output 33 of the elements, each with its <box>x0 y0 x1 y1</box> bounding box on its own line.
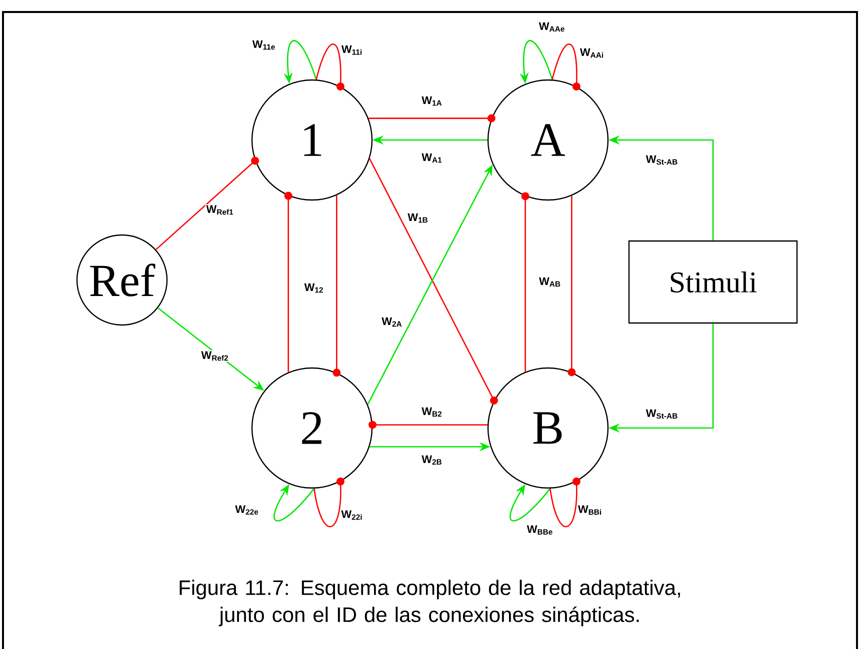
edge-label: W$_{A1}$ <box>420 152 444 164</box>
edge-label: W$_{11e}$ <box>251 39 277 51</box>
connection-arrow <box>284 192 292 372</box>
edge-label: W$_{BBe}$ <box>526 524 554 536</box>
edge-label: W$_{St-AB}$ <box>644 408 680 420</box>
connection-arrow <box>316 44 344 90</box>
connection-arrow <box>313 478 344 528</box>
edge-label: W$_{12}$ <box>303 282 325 294</box>
connection-arrow <box>552 44 580 90</box>
connection-arrow <box>368 420 488 429</box>
edge-label: W$_{22e}$ <box>234 504 260 516</box>
connection-arrow <box>368 114 496 122</box>
figure-caption: Figura 11.7: Esquema completo de la red adaptativa, junto con el ID de las conexiones sinápticas. <box>180 580 680 626</box>
edge-label: W$_{AAe}$ <box>538 21 566 33</box>
edge-label: W$_{2B}$ <box>420 454 444 466</box>
connection-arrow <box>332 195 341 377</box>
edge-label: W$_{AB}$ <box>538 276 562 288</box>
edge-label: W$_{1A}$ <box>420 95 444 107</box>
edge-label: W$_{St-AB}$ <box>644 154 680 166</box>
edge-label: W$_{Ref1}$ <box>205 204 235 216</box>
connection-arrow <box>156 156 260 250</box>
connection-arrow <box>521 192 530 372</box>
edge-label: W$_{22i}$ <box>340 509 364 521</box>
edge-label: W$_{AAi}$ <box>578 47 606 59</box>
stimuli-box: Stimuli <box>628 240 798 324</box>
edge-label: W$_{Ref2}$ <box>200 350 230 362</box>
connection-arrow <box>549 478 580 528</box>
edge-label: W$_{11i}$ <box>340 44 364 56</box>
edge-label: W$_{1B}$ <box>406 212 430 224</box>
edge-label: W$_{2A}$ <box>380 316 404 328</box>
edge-label: W$_{B2}$ <box>420 406 444 418</box>
connection-arrow <box>568 196 576 376</box>
edge-label: W$_{BBi}$ <box>576 504 604 516</box>
